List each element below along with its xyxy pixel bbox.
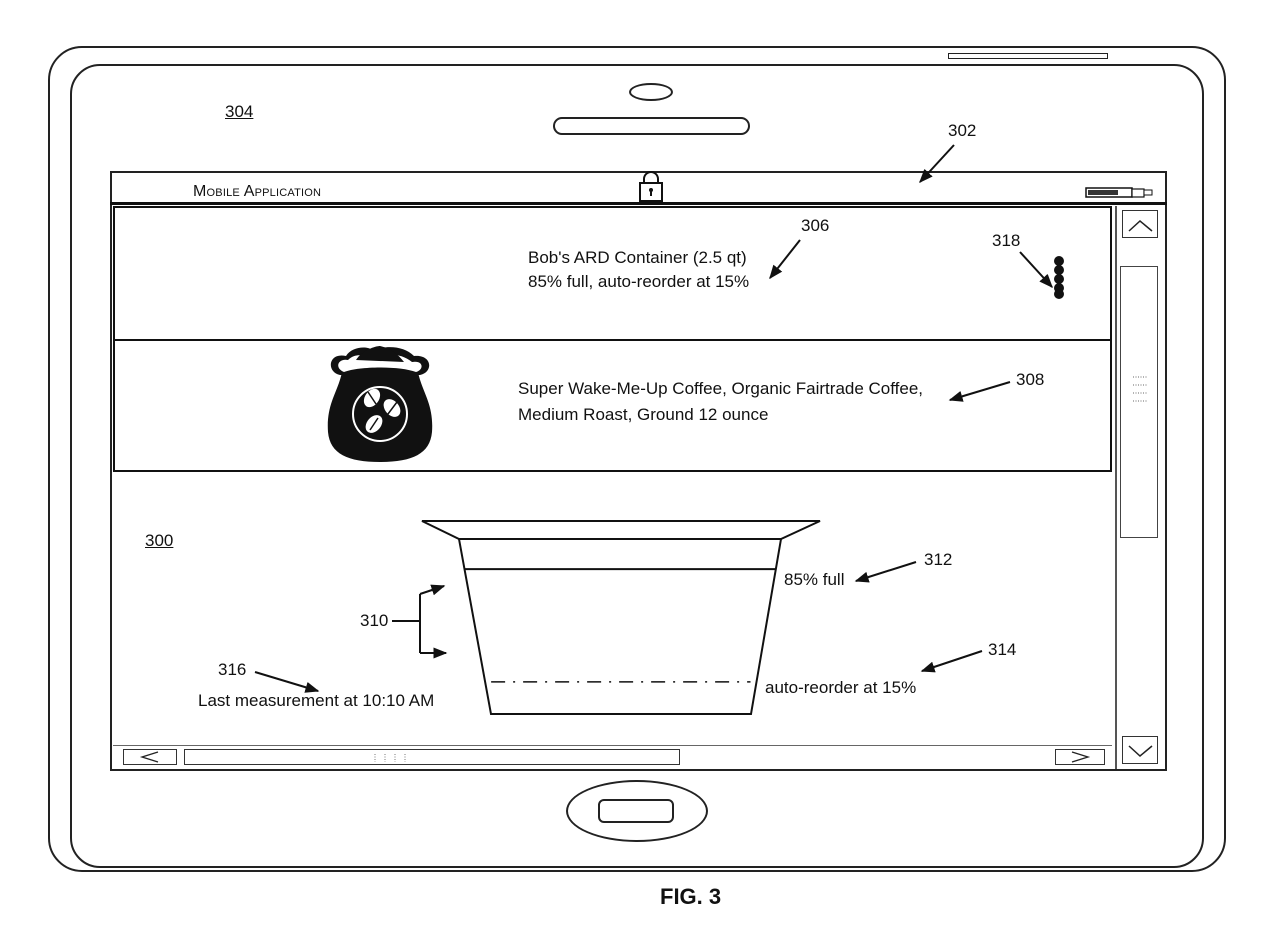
camera-icon [629,83,673,101]
battery-icon [1085,187,1153,198]
leader-arrow-318 [1019,251,1053,289]
container-name: Bob's ARD Container (2.5 qt) [528,248,747,267]
horizontal-scroll-thumb[interactable] [184,749,680,765]
chevron-left-icon [139,751,159,763]
level-bracket [392,584,448,659]
leader-arrow-312 [854,561,917,583]
ref-product-row: 308 [1016,370,1045,389]
lock-icon [639,171,663,202]
container-status: 85% full, auto-reorder at 15% [528,272,750,291]
coffee-bag-icon [327,346,433,462]
speaker-grille [553,117,750,135]
reorder-threshold-label: auto-reorder at 15% [765,678,917,697]
ref-screen: 302 [948,121,977,140]
horizontal-scrollbar[interactable] [113,745,1112,767]
figure-label: FIG. 3 [660,884,722,909]
ref-container-row: 306 [801,216,830,235]
vertical-scrollbar[interactable] [1115,206,1165,769]
ref-measurement: 316 [218,660,247,679]
leader-arrow-308 [948,381,1011,402]
product-line-2: Medium Roast, Ground 12 ounce [518,405,769,424]
chevron-up-icon [1128,220,1153,232]
status-bar [110,171,1167,205]
scroll-down-button[interactable] [1122,736,1158,764]
ref-device: 304 [225,102,254,121]
fill-level-label: 85% full [784,570,845,589]
home-button-inner[interactable] [598,799,674,823]
chevron-right-icon [1071,751,1091,763]
leader-arrow-314 [920,650,983,673]
power-button-slot [948,53,1108,59]
product-line-1: Super Wake-Me-Up Coffee, Organic Fairtra… [518,379,924,398]
last-measurement-text: Last measurement at 10:10 AM [198,691,435,710]
product-row[interactable]: Super Wake-Me-Up Coffee, Organic Fairtra… [113,339,1112,472]
scroll-right-button[interactable] [1055,749,1105,765]
ref-level-bracket: 310 [360,611,389,630]
container-row[interactable]: Bob's ARD Container (2.5 qt) 85% full, a… [113,206,1112,340]
app-title: Mobile Application [193,183,322,200]
leader-arrow-302 [919,144,955,184]
ref-fill-label: 312 [924,550,953,569]
ref-ui: 300 [145,531,174,550]
tablet-device-frame [48,46,1226,872]
tablet-bezel [70,64,1204,868]
ref-menu-dots: 318 [992,231,1021,250]
scroll-left-button[interactable] [123,749,177,765]
container-gauge [421,520,821,715]
ref-reorder-label: 314 [988,640,1017,659]
scroll-up-button[interactable] [1122,210,1158,238]
leader-arrow-306 [769,239,801,280]
vertical-scroll-thumb[interactable] [1120,266,1158,538]
leader-arrow-316 [254,671,320,693]
vertical-dots-icon[interactable] [1054,256,1064,299]
chevron-down-icon [1128,745,1153,757]
home-button[interactable] [566,780,708,842]
